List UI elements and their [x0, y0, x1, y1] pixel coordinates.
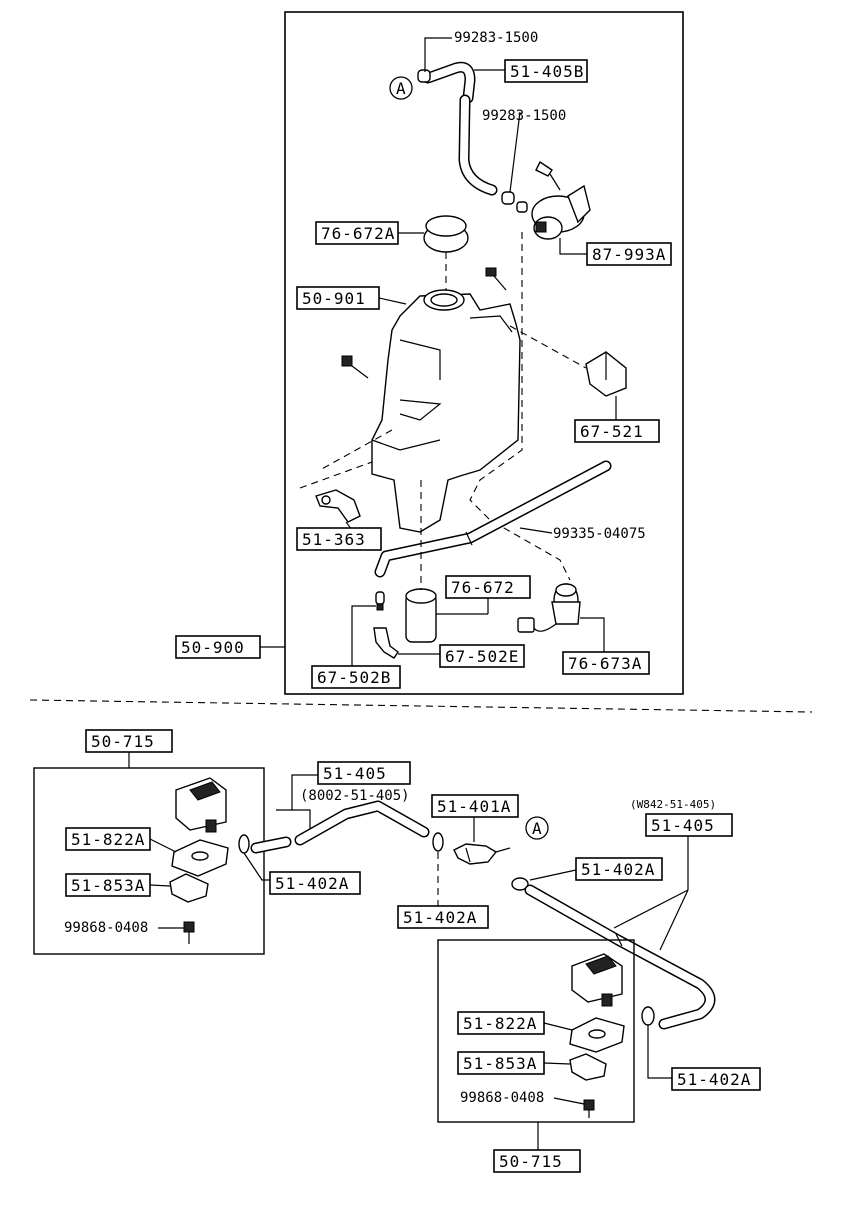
right-nozzle-frame: [437, 939, 635, 1123]
right-nozzle-cap: [571, 953, 623, 1007]
circle-a-bottom: [525, 816, 549, 840]
right-nozzle-screw: [583, 1099, 595, 1118]
box-76-673a: [562, 651, 650, 675]
box-67-502b: [311, 665, 401, 689]
clamp-51-402a-d: [641, 1006, 655, 1026]
box-51-402a-c: [575, 857, 663, 881]
label-67-502b: 67-502B: [317, 668, 391, 687]
label-51-363: 51-363: [302, 530, 366, 549]
label-50-715-bottom: 50-715: [499, 1152, 563, 1171]
box-51-405-right: [645, 813, 733, 837]
label-50-715-left: 50-715: [91, 732, 155, 751]
washer-reservoir-tank: [371, 289, 521, 533]
right-nozzle-gasket: [569, 1017, 625, 1053]
joint-51-401a: [453, 843, 511, 865]
label-99868-0408-right: 99868-0408: [460, 1090, 544, 1106]
section-divider: [29, 699, 813, 713]
label-51-853a-right: 51-853A: [463, 1054, 537, 1073]
box-51-402a-b: [397, 905, 489, 929]
box-51-405: [317, 761, 411, 785]
bolt-left: [341, 355, 369, 379]
top-assembly-frame: [284, 11, 684, 695]
label-51-822a-left: 51-822A: [71, 830, 145, 849]
label-76-672: 76-672: [451, 578, 515, 597]
box-67-521: [574, 419, 660, 443]
label-51-402a-a: 51-402A: [275, 874, 349, 893]
circle-a-bottom-label: A: [532, 819, 543, 838]
box-51-401a: [431, 794, 519, 818]
label-51-401a: 51-401A: [437, 797, 511, 816]
label-99283-1500-mid: 99283-1500: [482, 108, 566, 124]
clamp-51-402a-b: [432, 832, 444, 852]
label-51-405b: 51-405B: [510, 62, 584, 81]
label-99868-0408-left: 99868-0408: [64, 920, 148, 936]
box-51-402a-d: [671, 1067, 761, 1091]
bracket-67-521: [585, 351, 627, 397]
label-67-502e: 67-502E: [445, 647, 519, 666]
left-nozzle-cap: [175, 777, 227, 833]
label-50-901: 50-901: [302, 289, 366, 308]
label-99283-1500-top: 99283-1500: [454, 30, 538, 46]
hose-99335-04075: [374, 460, 612, 578]
label-51-405: 51-405: [323, 764, 387, 783]
rear-pump-76-673a: [517, 583, 581, 633]
label-51-853a-left: 51-853A: [71, 876, 145, 895]
bracket-51-363: [315, 489, 361, 523]
left-nozzle-clip: [169, 873, 209, 903]
box-50-715-bottom: [493, 1149, 581, 1173]
left-nozzle-screw: [183, 921, 195, 944]
clamp-51-402a-a: [238, 834, 250, 854]
label-50-900: 50-900: [181, 638, 245, 657]
label-87-993a: 87-993A: [592, 245, 666, 264]
box-51-402a-a: [269, 871, 361, 895]
label-67-521: 67-521: [580, 422, 644, 441]
front-pump-76-672: [405, 480, 437, 643]
label-51-402a-d: 51-402A: [677, 1070, 751, 1089]
circle-a-top: [389, 76, 413, 100]
circle-a-top-label: A: [396, 79, 407, 98]
bolt-upper: [485, 267, 507, 291]
right-hose: [524, 884, 716, 1030]
clamp-51-402a-c: [511, 877, 529, 891]
box-67-502e: [439, 644, 525, 668]
label-w842-51-405: (W842-51-405): [630, 798, 716, 811]
washer-pump-motor: [531, 160, 591, 240]
label-76-672a: 76-672A: [321, 224, 395, 243]
upper-hose: [417, 61, 528, 213]
box-87-993a: [586, 242, 672, 266]
label-51-822a-right: 51-822A: [463, 1014, 537, 1033]
box-51-405b: [504, 59, 588, 83]
label-51-402a-c: 51-402A: [581, 860, 655, 879]
left-nozzle-frame: [33, 767, 265, 955]
left-nozzle-gasket: [171, 839, 229, 877]
box-51-363: [296, 527, 382, 551]
label-51-405-right: 51-405: [651, 816, 715, 835]
label-76-673a: 76-673A: [568, 654, 642, 673]
reservoir-cap: [423, 215, 469, 253]
middle-hose: [250, 800, 430, 854]
connector-67-502b: [373, 591, 399, 659]
label-99335-04075: 99335-04075: [553, 526, 646, 542]
right-nozzle-clip: [569, 1053, 607, 1081]
label-51-402a-b: 51-402A: [403, 908, 477, 927]
label-8002-51-405: (8002-51-405): [300, 788, 410, 804]
